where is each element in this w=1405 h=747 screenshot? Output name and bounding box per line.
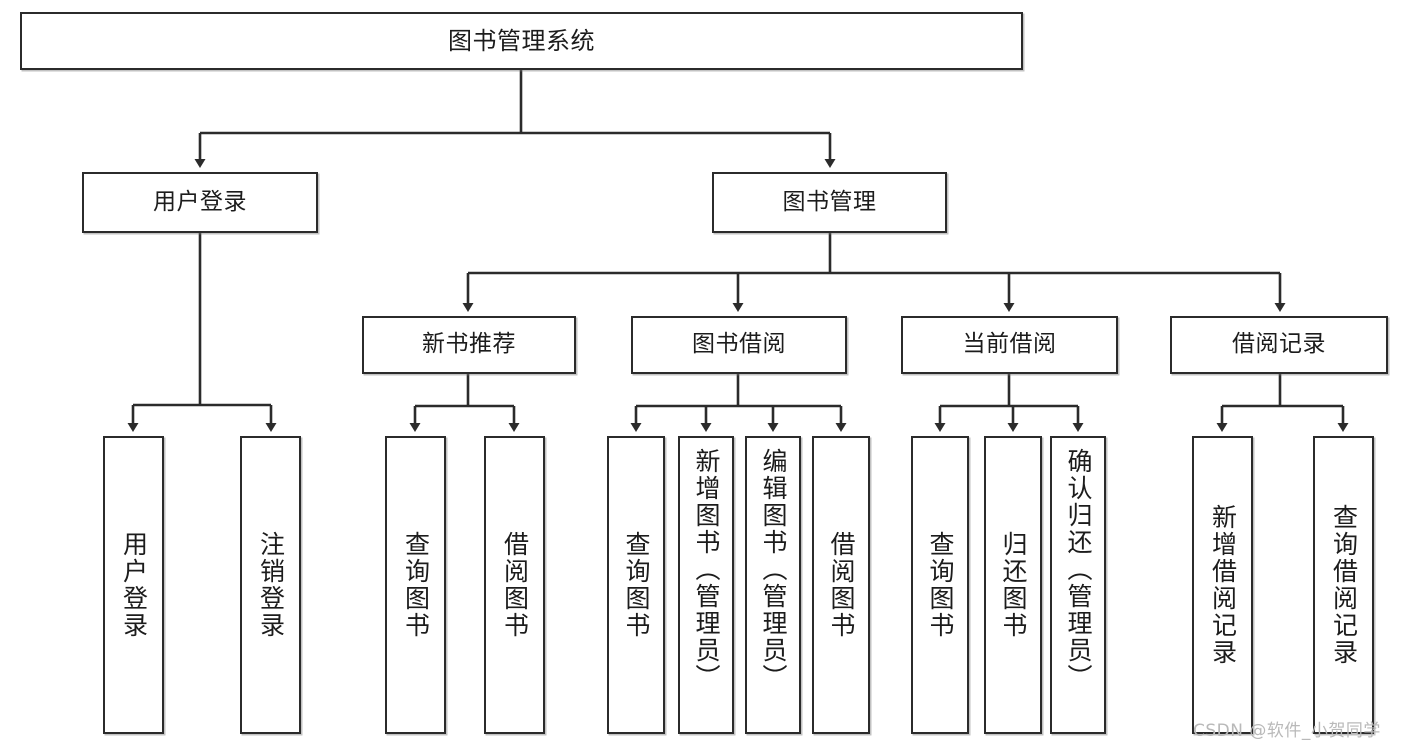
- node-new-book-recommend[interactable]: 新书推荐: [362, 316, 576, 374]
- node-label: 借阅图书: [500, 531, 530, 639]
- node-book-borrow[interactable]: 图书借阅: [631, 316, 847, 374]
- node-leaf-query-book-1[interactable]: 查询图书: [385, 436, 446, 734]
- node-borrow-record[interactable]: 借阅记录: [1170, 316, 1388, 374]
- node-label: 注销登录: [256, 531, 286, 639]
- node-label: 用户登录: [119, 531, 149, 639]
- node-label: 查询图书: [401, 531, 431, 639]
- node-leaf-logout-login[interactable]: 注销登录: [240, 436, 301, 734]
- node-user-login[interactable]: 用户登录: [82, 172, 318, 233]
- node-leaf-user-login[interactable]: 用户登录: [103, 436, 164, 734]
- node-label: 图书管理: [782, 188, 877, 215]
- node-leaf-edit-book[interactable]: 编辑图书（管理员）: [745, 436, 801, 734]
- node-label: 编辑图书（管理员）: [759, 448, 788, 691]
- node-leaf-return-book[interactable]: 归还图书: [984, 436, 1042, 734]
- node-label: 用户登录: [153, 188, 247, 215]
- node-label: 新增图书（管理员）: [692, 448, 721, 691]
- node-leaf-query-book-2[interactable]: 查询图书: [607, 436, 665, 734]
- node-leaf-add-book[interactable]: 新增图书（管理员）: [678, 436, 734, 734]
- node-root[interactable]: 图书管理系统: [20, 12, 1023, 70]
- csdn-watermark: CSDN @软件_小贺同学: [1193, 721, 1381, 741]
- node-leaf-query-book-3[interactable]: 查询图书: [911, 436, 969, 734]
- node-label: 图书管理系统: [448, 26, 595, 55]
- node-leaf-add-borrow-record[interactable]: 新增借阅记录: [1192, 436, 1253, 734]
- node-label: 确认归还（管理员）: [1064, 448, 1093, 691]
- node-label: 新增借阅记录: [1208, 504, 1238, 666]
- node-book-manage[interactable]: 图书管理: [712, 172, 947, 233]
- node-label: 查询借阅记录: [1329, 504, 1359, 666]
- node-label: 当前借阅: [962, 331, 1057, 358]
- node-current-borrow[interactable]: 当前借阅: [901, 316, 1118, 374]
- node-leaf-borrow-book-1[interactable]: 借阅图书: [484, 436, 545, 734]
- node-label: 图书借阅: [692, 331, 786, 358]
- node-leaf-query-borrow-record[interactable]: 查询借阅记录: [1313, 436, 1374, 734]
- node-label: 新书推荐: [422, 331, 516, 358]
- node-leaf-confirm-return[interactable]: 确认归还（管理员）: [1050, 436, 1106, 734]
- node-label: 借阅记录: [1232, 331, 1326, 358]
- node-label: 归还图书: [999, 531, 1028, 639]
- node-label: 查询图书: [622, 531, 651, 639]
- node-label: 借阅图书: [827, 531, 856, 639]
- node-label: 查询图书: [926, 531, 955, 639]
- node-leaf-borrow-book-2[interactable]: 借阅图书: [812, 436, 870, 734]
